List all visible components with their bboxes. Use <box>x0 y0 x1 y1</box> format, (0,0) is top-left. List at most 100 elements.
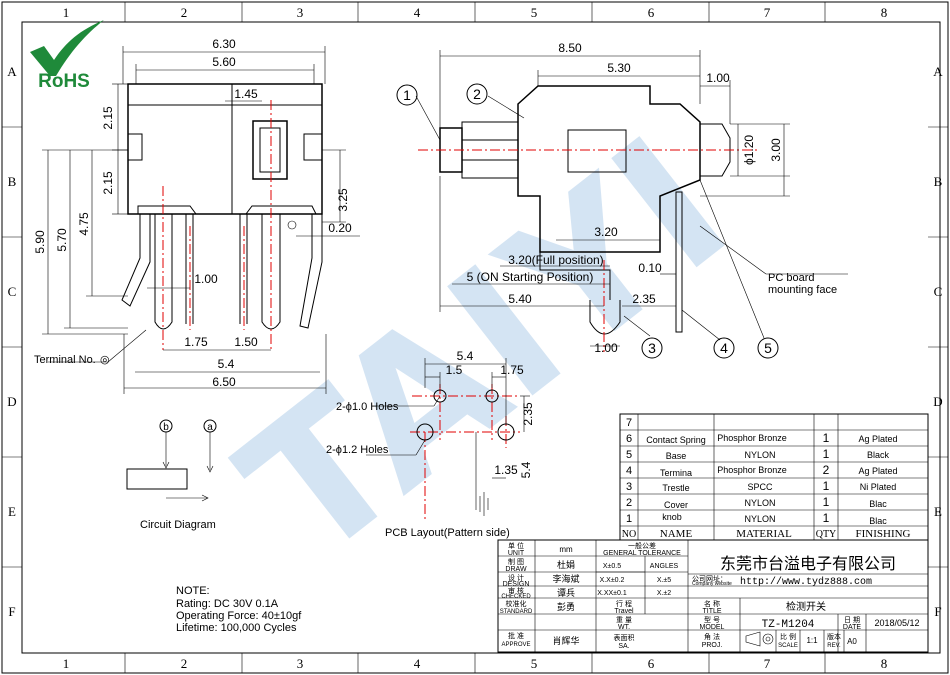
row-label: F <box>8 604 15 619</box>
tb-website: http://www.tydz888.com <box>740 576 872 588</box>
dim-8-50: 8.50 <box>558 41 582 55</box>
tb-website-label-en: Company website <box>692 581 732 587</box>
pin-left <box>154 214 173 330</box>
row-label: E <box>8 504 16 519</box>
rohs-logo-text: RoHS <box>38 71 90 92</box>
side-view: 8.50 5.30 1.00 ϕ1.20 3.00 3.20 3.20(Full… <box>396 41 848 359</box>
front-base <box>128 205 322 215</box>
dim-5-60: 5.60 <box>212 55 236 69</box>
dim-1-50: 1.50 <box>234 335 258 349</box>
bom-row-no: 2 <box>626 497 632 509</box>
tb-date-value: 2018/05/12 <box>874 618 919 628</box>
row-label: C <box>934 284 943 299</box>
tb-design-label: 设 计 <box>508 573 524 582</box>
bom-header-name: NAME <box>660 528 693 540</box>
dim-5-40: 5.40 <box>508 292 532 306</box>
tb-design-label-en: DESIGN <box>503 581 530 588</box>
bom-row-finishing: Black <box>867 450 890 460</box>
circuit-diagram: b a Circuit Diagram <box>126 419 217 531</box>
tb-rev-label: 版本 <box>827 632 841 641</box>
dim-d1-20: ϕ1.20 <box>742 135 756 165</box>
pcb-dim-lines <box>366 358 530 510</box>
tb-proj-label-en: PROJ. <box>702 642 723 649</box>
bom-row-no: 6 <box>626 433 632 445</box>
tb-tol: X.XX±0.1 <box>597 590 627 597</box>
column-labels-bottom: 1 2 3 4 5 6 7 8 <box>63 656 888 671</box>
notes-title: NOTE: <box>176 585 210 597</box>
tb-weight-label: 重 量 <box>616 616 632 624</box>
tb-tol: ANGLES <box>650 563 679 570</box>
bom-table: 7 6 Contact Spring Phosphor Bronze 1 Ag … <box>619 413 929 541</box>
bom-row-finishing: Ni Plated <box>860 482 897 492</box>
tb-travel-label-en: Travel <box>614 608 634 615</box>
dim-4-75: 4.75 <box>77 212 91 236</box>
bom-row-qty: 1 <box>823 495 830 509</box>
col-label: 5 <box>531 5 538 20</box>
bom-row-no: 3 <box>626 481 632 493</box>
bom-header-no: NO <box>622 529 636 540</box>
pcb-dim-1-5: 1.5 <box>446 363 463 377</box>
dim-on-start: 5 (ON Starting Position) <box>467 270 594 284</box>
bom-row-qty: 1 <box>823 431 830 445</box>
col-label: 7 <box>764 5 771 20</box>
tb-tol: X±0.5 <box>603 563 621 570</box>
dim-2-15-a: 2.15 <box>101 106 115 130</box>
dim-3-20: 3.20 <box>594 225 618 239</box>
row-label: C <box>8 284 17 299</box>
bom-row-no: 1 <box>626 513 632 525</box>
bom-row-qty: 2 <box>823 463 830 477</box>
bom-row-material: NYLON <box>744 498 775 508</box>
tb-standard-label: 校准化 <box>506 599 527 608</box>
tb-checked-label: 审 核 <box>508 586 524 595</box>
title-block-grid <box>498 540 928 652</box>
col-label: 2 <box>181 656 188 671</box>
side-dims: 8.50 5.30 1.00 ϕ1.20 3.00 3.20 3.20(Full… <box>467 41 837 355</box>
column-labels-top: 1 2 3 4 5 6 7 8 <box>63 5 888 20</box>
row-label: A <box>7 64 17 79</box>
tb-draw-label-en: DRAW <box>505 566 527 573</box>
check-icon <box>30 20 104 76</box>
col-label: 4 <box>414 5 421 20</box>
bom-row-finishing: Ag Plated <box>858 434 897 444</box>
pcb-holes-large-label: 2-ϕ1.2 Holes <box>326 444 389 456</box>
tb-checked-value: 谭兵 <box>557 587 575 598</box>
balloon-5-label: 5 <box>764 340 772 356</box>
dim-0-10: 0.10 <box>638 261 662 275</box>
col-label: 3 <box>297 5 304 20</box>
tb-date-label: 日 期 <box>844 616 860 624</box>
arrow-icon <box>162 461 170 469</box>
pcb-layout: 5.4 1.5 1.75 2.35 1.35 5.4 2-ϕ1.0 Holes … <box>326 349 535 539</box>
dim-1-00-bot: 1.00 <box>594 341 618 355</box>
col-label: 2 <box>181 5 188 20</box>
col-label: 8 <box>881 656 888 671</box>
side-dim-lines <box>415 50 848 347</box>
side-window <box>567 129 627 173</box>
tb-approve-label: 批 准 <box>508 631 524 640</box>
dim-2-35: 2.35 <box>632 292 656 306</box>
tb-scale-label: 比 例 <box>780 632 796 641</box>
projection-icon <box>745 631 774 647</box>
terminal-right <box>299 214 323 329</box>
bom-row-material: NYLON <box>744 450 775 460</box>
circuit-pin-a-label: a <box>207 422 213 433</box>
title-block-frame <box>497 539 929 653</box>
bom-header-finishing: FINISHING <box>856 528 911 540</box>
dim-6-30: 6.30 <box>212 37 236 51</box>
tb-model-label: 型 号 <box>704 615 720 624</box>
notes-line: Operating Force: 40±10gf <box>176 610 302 622</box>
front-dims: 6.30 5.60 1.45 2.15 2.15 3.25 0.20 5.90 … <box>33 37 352 389</box>
row-label: D <box>7 394 16 409</box>
tb-unit-value: mm <box>559 545 573 554</box>
terminal-left <box>121 214 151 307</box>
tb-design-value: 李海斌 <box>552 573 579 584</box>
balloons: 1 2 3 4 5 <box>396 83 779 359</box>
ground-icon <box>479 492 489 516</box>
title-block: 单 位 UNIT mm 一般公差 GENERAL TOLERANCE 制 图 D… <box>497 539 929 653</box>
tb-website-label: 公司网址： <box>692 574 727 583</box>
tb-approve-label-en: APPROVE <box>501 642 530 648</box>
bom-row-finishing: Blac <box>869 499 887 509</box>
bom-row-name: knob <box>662 512 682 522</box>
dim-5-70: 5.70 <box>55 228 69 252</box>
bom-row-name: Contact Spring <box>646 435 706 445</box>
